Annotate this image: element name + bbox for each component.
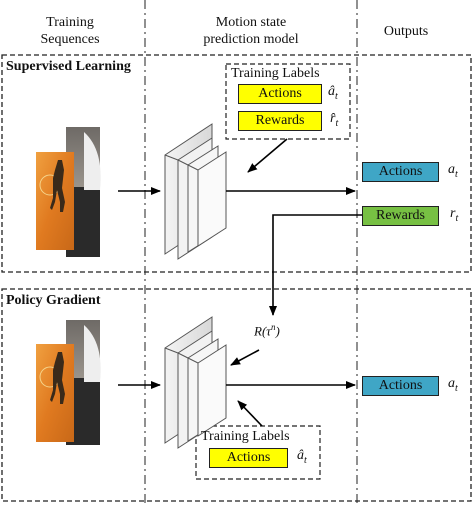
label-rewards-symbol-top: r̂t bbox=[330, 111, 339, 129]
arrow-labels-to-model-top bbox=[247, 138, 288, 173]
column-header-input-line1: Training bbox=[46, 15, 94, 30]
output-actions-symbol-top: at bbox=[448, 162, 458, 180]
column-header-input: Training Sequences bbox=[28, 14, 112, 48]
label-actions-box-top: Actions bbox=[238, 84, 322, 104]
sequence-frames-top bbox=[36, 127, 101, 257]
arrow-signal-to-model bbox=[230, 349, 260, 366]
label-actions-symbol-top: ât bbox=[328, 84, 338, 102]
supervised-learning-frame bbox=[1, 54, 472, 273]
output-rewards-symbol: rt bbox=[450, 206, 459, 224]
output-rewards-box: Rewards bbox=[362, 206, 439, 226]
section-title-policy: Policy Gradient bbox=[6, 293, 101, 308]
arrow-reward-feedback bbox=[269, 214, 362, 316]
network-layers-top bbox=[164, 123, 227, 260]
network-layers-bottom bbox=[164, 316, 227, 449]
sequence-frames-bottom bbox=[36, 320, 101, 445]
section-title-supervised: Supervised Learning bbox=[6, 59, 131, 74]
column-header-model: Motion state prediction model bbox=[190, 14, 312, 48]
policy-gradient-frame bbox=[1, 288, 472, 502]
training-labels-title-top: Training Labels bbox=[231, 66, 320, 81]
arrow-labels-to-model-bottom bbox=[237, 400, 263, 427]
output-actions-box-bottom: Actions bbox=[362, 376, 439, 396]
label-actions-box-bottom: Actions bbox=[209, 448, 288, 468]
training-labels-title-bottom: Training Labels bbox=[201, 429, 290, 444]
column-header-model-line2: prediction model bbox=[203, 32, 299, 47]
label-actions-symbol-bottom: ât bbox=[297, 448, 307, 466]
label-rewards-box-top: Rewards bbox=[238, 111, 322, 131]
column-header-output: Outputs bbox=[383, 24, 429, 39]
column-header-input-line2: Sequences bbox=[40, 32, 100, 47]
output-actions-box-top: Actions bbox=[362, 162, 439, 182]
column-header-model-line1: Motion state bbox=[215, 15, 287, 30]
output-actions-symbol-bottom: at bbox=[448, 376, 458, 394]
return-signal-label: R(τn) bbox=[254, 322, 280, 339]
